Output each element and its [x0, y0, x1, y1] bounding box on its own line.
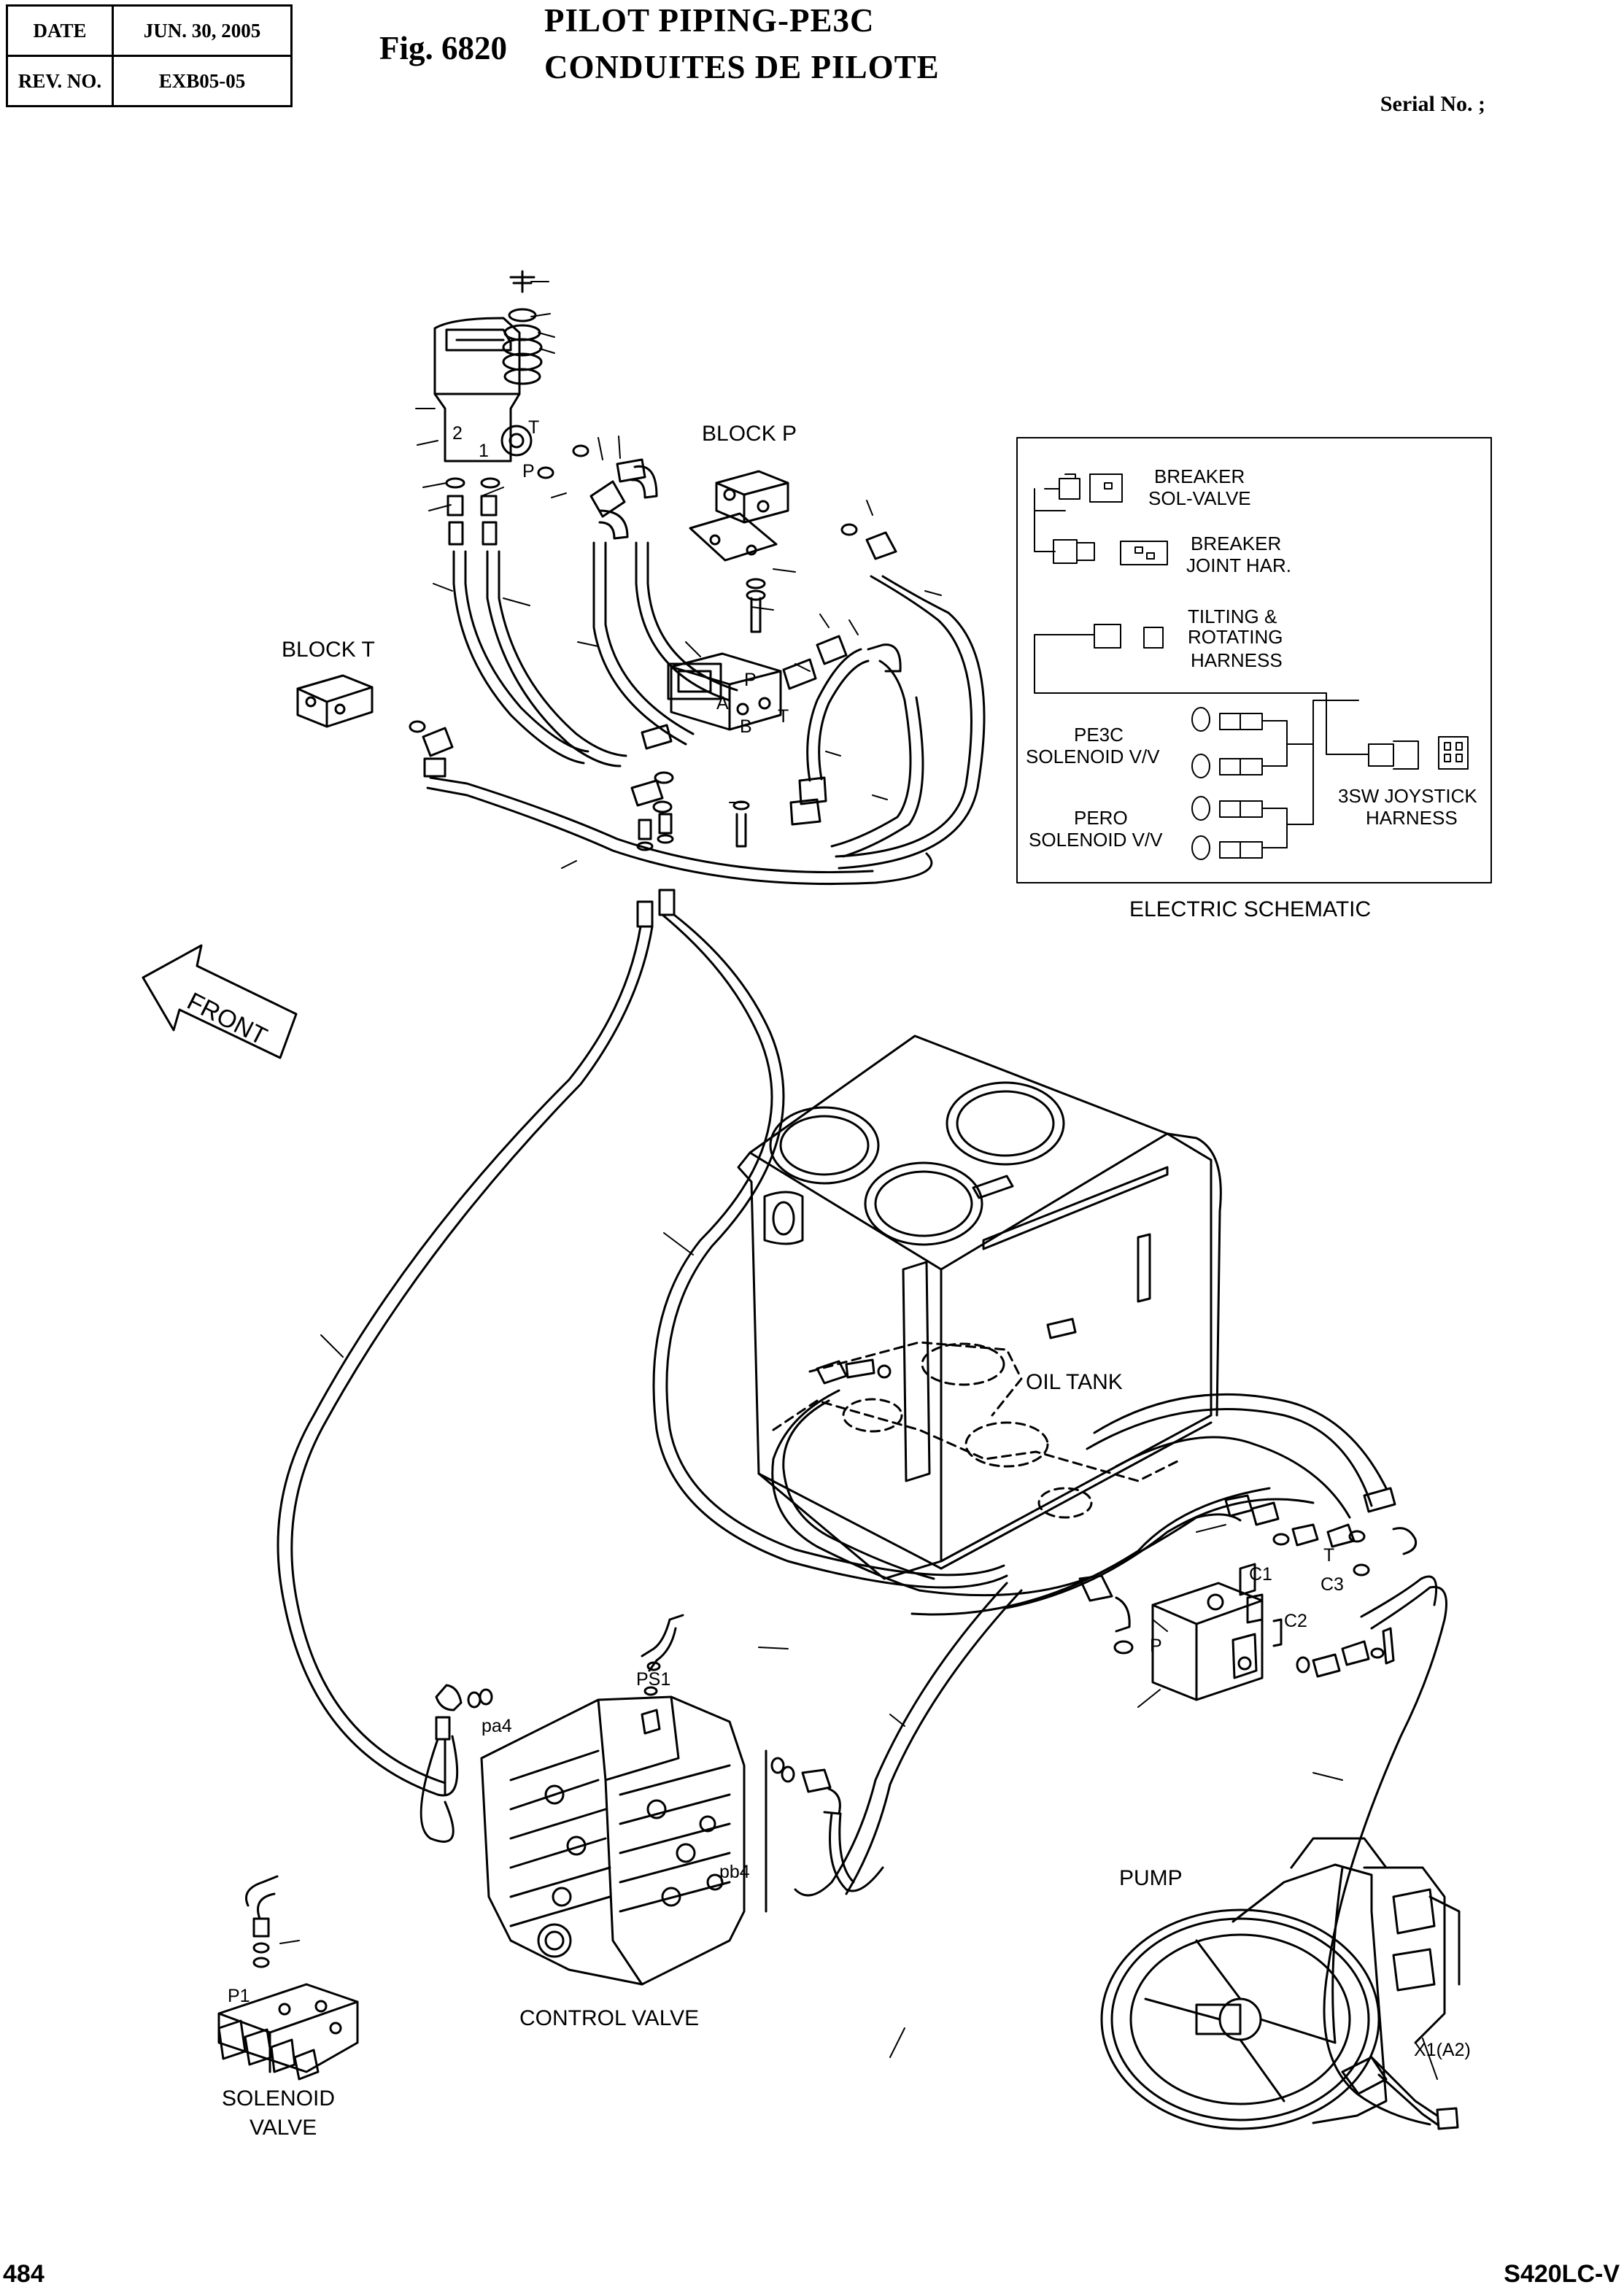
pilot-valve — [433, 270, 543, 463]
sch-pe3c-2: SOLENOID V/V — [1026, 746, 1160, 767]
sch-breaker-sol-2: SOL-VALVE — [1148, 487, 1251, 509]
port-x1: X1(A2) — [1414, 2040, 1471, 2060]
header-table: DATE JUN. 30, 2005 REV. NO. EXB05-05 — [6, 4, 293, 107]
port-2: 2 — [452, 423, 463, 444]
solenoid-valve — [217, 1875, 359, 2081]
front-arrow — [142, 944, 298, 1059]
long-hoses — [277, 889, 1008, 1797]
title-en: PILOT PIPING-PE3C — [544, 2, 875, 39]
pump — [1100, 1837, 1461, 2130]
model-number: S420LC-V — [1504, 2260, 1620, 2288]
rev-label: REV. NO. — [6, 55, 114, 107]
leader-lines — [279, 281, 1438, 2080]
block-p — [715, 470, 897, 560]
port-p1-sol: P1 — [228, 1986, 250, 2006]
port-t2: T — [778, 706, 789, 727]
label-oil-tank: OIL TANK — [1026, 1370, 1123, 1394]
port-t1: T — [528, 417, 539, 438]
port-c1: C1 — [1249, 1564, 1272, 1585]
pilot-hoses-upper — [426, 541, 986, 886]
joystick-fittings — [445, 444, 658, 546]
port-p1: P — [522, 461, 535, 481]
pump-hose — [1323, 1575, 1447, 2126]
sch-pero-1: PERO — [1074, 807, 1128, 829]
port-pa4: pa4 — [482, 1716, 512, 1736]
sch-tilting-1: TILTING & — [1188, 606, 1277, 627]
center-fittings — [630, 724, 750, 851]
date-value: JUN. 30, 2005 — [112, 4, 293, 57]
control-valve — [480, 1614, 746, 1986]
sch-breaker-sol-1: BREAKER — [1154, 465, 1245, 487]
sch-pe3c-1: PE3C — [1074, 724, 1124, 746]
page-number: 484 — [3, 2260, 45, 2288]
label-electric-schematic: ELECTRIC SCHEMATIC — [1129, 897, 1371, 921]
central-manifold — [667, 652, 782, 731]
label-solenoid-1: SOLENOID — [222, 2086, 335, 2111]
date-label: DATE — [6, 4, 114, 57]
electric-schematic — [1016, 437, 1492, 883]
port-pb4: pb4 — [719, 1862, 750, 1882]
sch-joystick-2: HARNESS — [1366, 807, 1458, 829]
tank-hoses — [771, 1389, 1388, 1897]
port-1: 1 — [479, 441, 489, 461]
title-fr: CONDUITES DE PILOTE — [544, 49, 940, 85]
sch-tilting-3: HARNESS — [1191, 649, 1283, 671]
sch-breaker-joint-2: JOINT HAR. — [1186, 554, 1291, 576]
port-c2: C2 — [1284, 1611, 1307, 1631]
right-manifold — [1151, 1563, 1395, 1701]
serial-number: Serial No. ; — [1380, 92, 1485, 116]
port-p2: P — [744, 670, 757, 690]
block-t — [296, 674, 454, 778]
rev-value: EXB05-05 — [112, 55, 293, 107]
cv-fittings — [419, 1684, 884, 1913]
label-control-valve: CONTROL VALVE — [519, 2006, 699, 2030]
sch-tilting-2: ROTATING — [1188, 626, 1283, 648]
port-b: B — [740, 716, 752, 737]
label-block-t: BLOCK T — [282, 638, 375, 662]
port-p3: P — [1150, 1636, 1162, 1656]
port-t3: T — [1323, 1545, 1334, 1566]
oil-tank — [737, 1034, 1222, 1580]
sch-joystick-1: 3SW JOYSTICK — [1338, 785, 1477, 807]
label-front: FRONT — [182, 987, 271, 1051]
plate-and-bolt — [689, 512, 778, 633]
manifold-fittings — [1078, 1487, 1418, 1655]
sch-pero-2: SOLENOID V/V — [1029, 829, 1163, 851]
figure-number: Fig. 6820 — [379, 30, 507, 66]
port-a: A — [716, 693, 729, 713]
fittings-right — [782, 635, 924, 858]
label-solenoid-2: VALVE — [250, 2116, 317, 2140]
port-c3: C3 — [1321, 1574, 1344, 1595]
label-pump: PUMP — [1119, 1866, 1183, 1890]
label-block-p: BLOCK P — [702, 422, 797, 446]
sch-breaker-joint-1: BREAKER — [1191, 533, 1281, 554]
port-ps1: PS1 — [636, 1669, 670, 1690]
